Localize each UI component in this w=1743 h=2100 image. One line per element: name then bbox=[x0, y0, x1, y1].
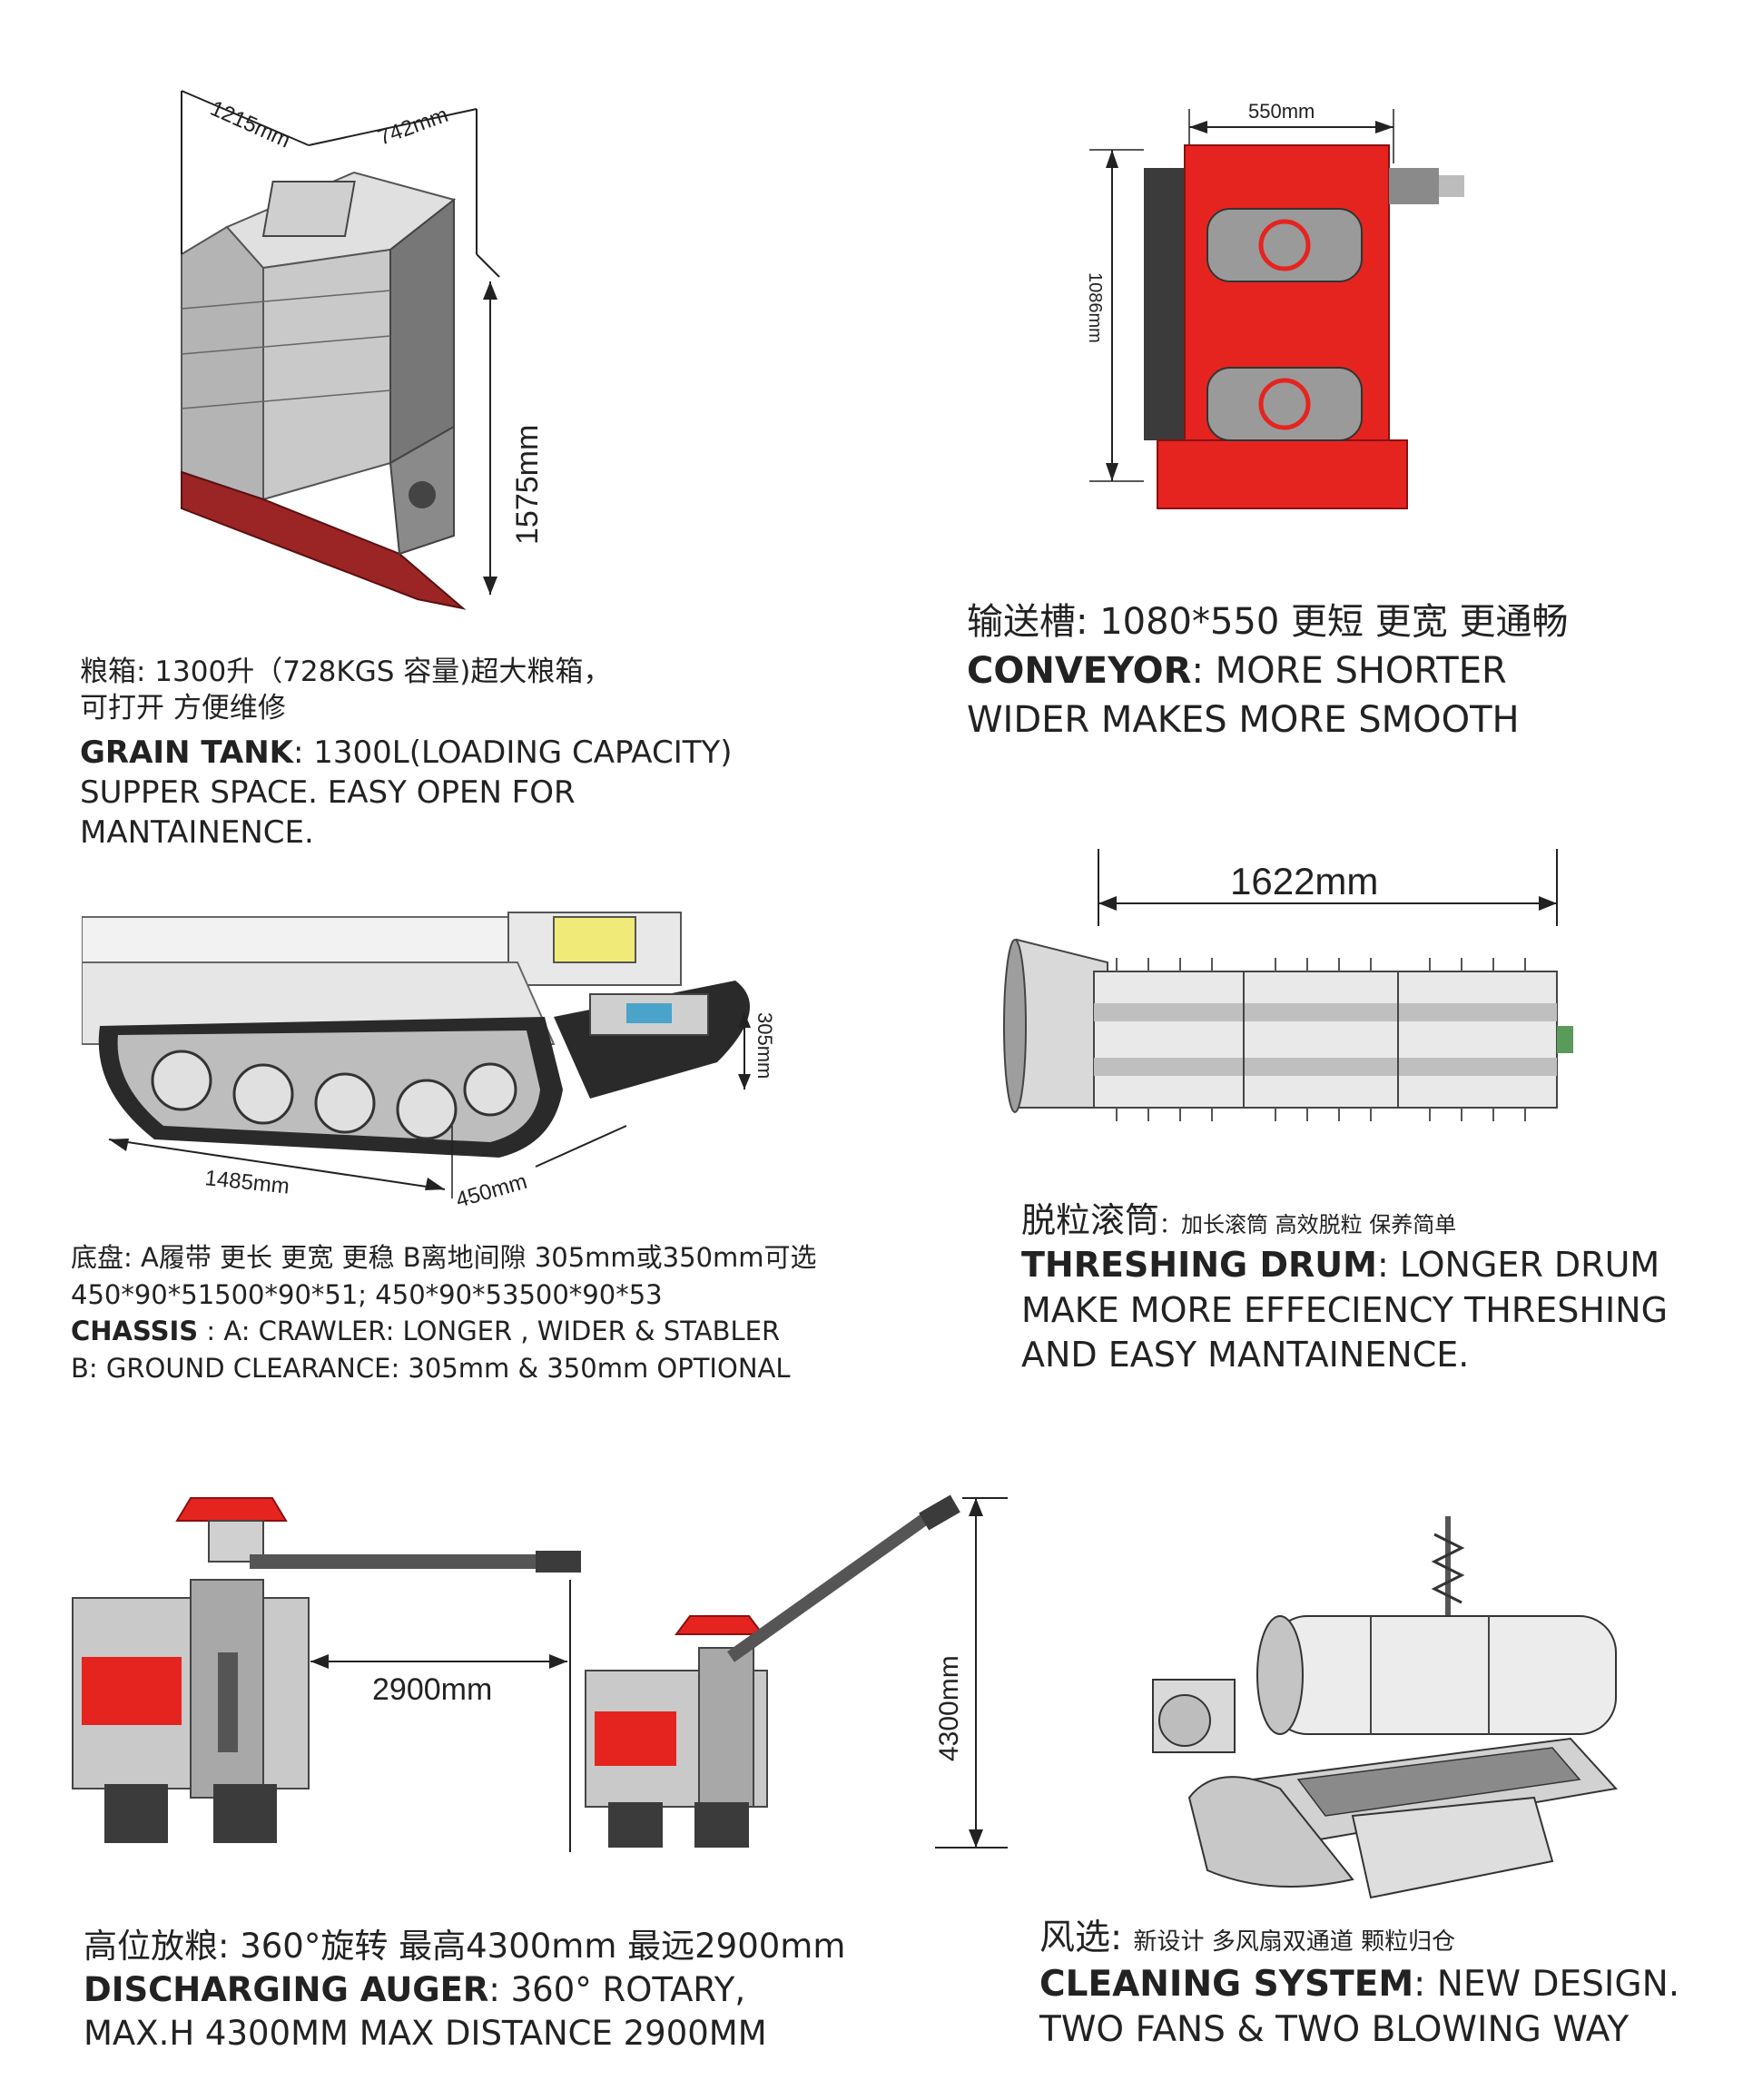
grain-tank-drawing: 1215mm 742mm 1575mm bbox=[181, 90, 545, 610]
chassis-en-line2: B: GROUND CLEARANCE: 305mm & 350mm OPTIO… bbox=[71, 1352, 791, 1384]
chassis-length-label: 1485mm bbox=[203, 1166, 290, 1199]
auger-en-line1: : 360° ROTARY, bbox=[488, 1970, 746, 2010]
grain-tank-width-label: 1215mm bbox=[207, 96, 294, 153]
grain-tank-zh-line2: 可打开 方便维修 bbox=[80, 692, 286, 725]
discharging-auger-drawing: 2900mm 4300mm bbox=[72, 1494, 1008, 1852]
chassis-caption: 底盘: A履带 更长 更宽 更稳 B离地间隙 305mm或350mm可选 450… bbox=[71, 1239, 888, 1386]
chassis-drawing: 1485mm 450mm 305mm bbox=[82, 912, 776, 1213]
threshing-zh-sub: ：加长滚筒 高效脱粒 保养简单 bbox=[1159, 1212, 1457, 1237]
auger-height-label: 4300mm bbox=[934, 1655, 964, 1761]
grain-tank-title: GRAIN TANK bbox=[80, 734, 294, 771]
auger-caption: 高位放粮: 360°旋转 最高4300mm 最远2900mm DISCHARGI… bbox=[84, 1925, 973, 2056]
conveyor-en-line1: : MORE SHORTER bbox=[1191, 650, 1507, 692]
cleaning-zh-title: 风选: bbox=[1039, 1918, 1123, 1958]
conveyor-title: CONVEYOR bbox=[967, 650, 1192, 692]
chassis-en-line1: : A: CRAWLER: LONGER , WIDER & STABLER bbox=[198, 1316, 781, 1347]
grain-tank-en-line3: MANTAINENCE. bbox=[80, 813, 314, 851]
threshing-en-line1: : LONGER DRUM bbox=[1376, 1245, 1660, 1286]
chassis-zh-line2: 450*90*51500*90*51; 450*90*53500*90*53 bbox=[71, 1278, 663, 1310]
auger-distance-label: 2900mm bbox=[372, 1672, 492, 1707]
conveyor-figure: 550mm 1086mm bbox=[1071, 95, 1498, 531]
threshing-drum-figure: 1622mm bbox=[990, 844, 1607, 1144]
chassis-figure: 1485mm 450mm 305mm bbox=[82, 908, 799, 1217]
cleaning-caption: 风选: 新设计 多风扇双通道 颗粒归仓 CLEANING SYSTEM: NEW… bbox=[1039, 1916, 1738, 2054]
cleaning-system-figure bbox=[1135, 1516, 1643, 1934]
grain-tank-en-line2: SUPPER SPACE. EASY OPEN FOR bbox=[80, 774, 576, 811]
cleaning-en-line1: : NEW DESIGN. bbox=[1413, 1963, 1680, 2005]
auger-title: DISCHARGING AUGER bbox=[84, 1970, 489, 2010]
conveyor-height-label: 1086mm bbox=[1085, 272, 1105, 343]
conveyor-caption: 输送槽: 1080*550 更短 更宽 更通畅 CONVEYOR: MORE S… bbox=[967, 597, 1711, 744]
grain-tank-en-line1: : 1300L(LOADING CAPACITY) bbox=[293, 734, 733, 771]
chassis-zh-line1: 底盘: A履带 更长 更宽 更稳 B离地间隙 305mm或350mm可选 bbox=[71, 1242, 817, 1273]
cleaning-zh-sub: 新设计 多风扇双通道 颗粒归仓 bbox=[1133, 1928, 1456, 1956]
threshing-drum-drawing: 1622mm bbox=[1003, 849, 1573, 1121]
grain-tank-height-label: 1575mm bbox=[510, 425, 545, 545]
conveyor-zh: 输送槽: 1080*550 更短 更宽 更通畅 bbox=[967, 601, 1569, 643]
chassis-track-label: 450mm bbox=[453, 1169, 529, 1213]
grain-tank-caption: 粮箱: 1300升（728KGS 容量)超大粮箱， 可打开 方便维修 GRAIN… bbox=[80, 654, 842, 853]
conveyor-en-line2: WIDER MAKES MORE SMOOTH bbox=[967, 699, 1520, 741]
chassis-clearance-label: 305mm bbox=[753, 1012, 776, 1079]
threshing-length-label: 1622mm bbox=[1230, 860, 1378, 902]
auger-en-line2: MAX.H 4300MM MAX DISTANCE 2900MM bbox=[84, 2014, 767, 2054]
discharging-auger-figure: 2900mm 4300mm bbox=[64, 1489, 1008, 1870]
conveyor-width-label: 550mm bbox=[1248, 100, 1315, 123]
auger-zh: 高位放粮: 360°旋转 最高4300mm 最远2900mm bbox=[84, 1927, 846, 1966]
threshing-en-line2: MAKE MORE EFFECIENCY THRESHING bbox=[1021, 1289, 1669, 1330]
cleaning-en-line2: TWO FANS & TWO BLOWING WAY bbox=[1039, 2009, 1630, 2051]
threshing-zh-title: 脱粒滚筒 bbox=[1021, 1200, 1160, 1240]
grain-tank-figure: 1215mm 742mm 1575mm bbox=[163, 82, 581, 617]
threshing-title: THRESHING DRUM bbox=[1021, 1245, 1377, 1286]
cleaning-system-drawing bbox=[1152, 1516, 1618, 1899]
grain-tank-zh-line1: 粮箱: 1300升（728KGS 容量)超大粮箱， bbox=[80, 656, 612, 688]
threshing-caption: 脱粒滚筒：加长滚筒 高效脱粒 保养简单 THRESHING DRUM: LONG… bbox=[1021, 1198, 1729, 1378]
chassis-title: CHASSIS bbox=[71, 1316, 199, 1347]
threshing-en-line3: AND EASY MANTAINENCE. bbox=[1021, 1335, 1470, 1375]
conveyor-drawing: 550mm 1086mm bbox=[1085, 100, 1464, 509]
cleaning-title: CLEANING SYSTEM bbox=[1039, 1963, 1414, 2005]
grain-tank-depth-label: 742mm bbox=[375, 103, 451, 151]
